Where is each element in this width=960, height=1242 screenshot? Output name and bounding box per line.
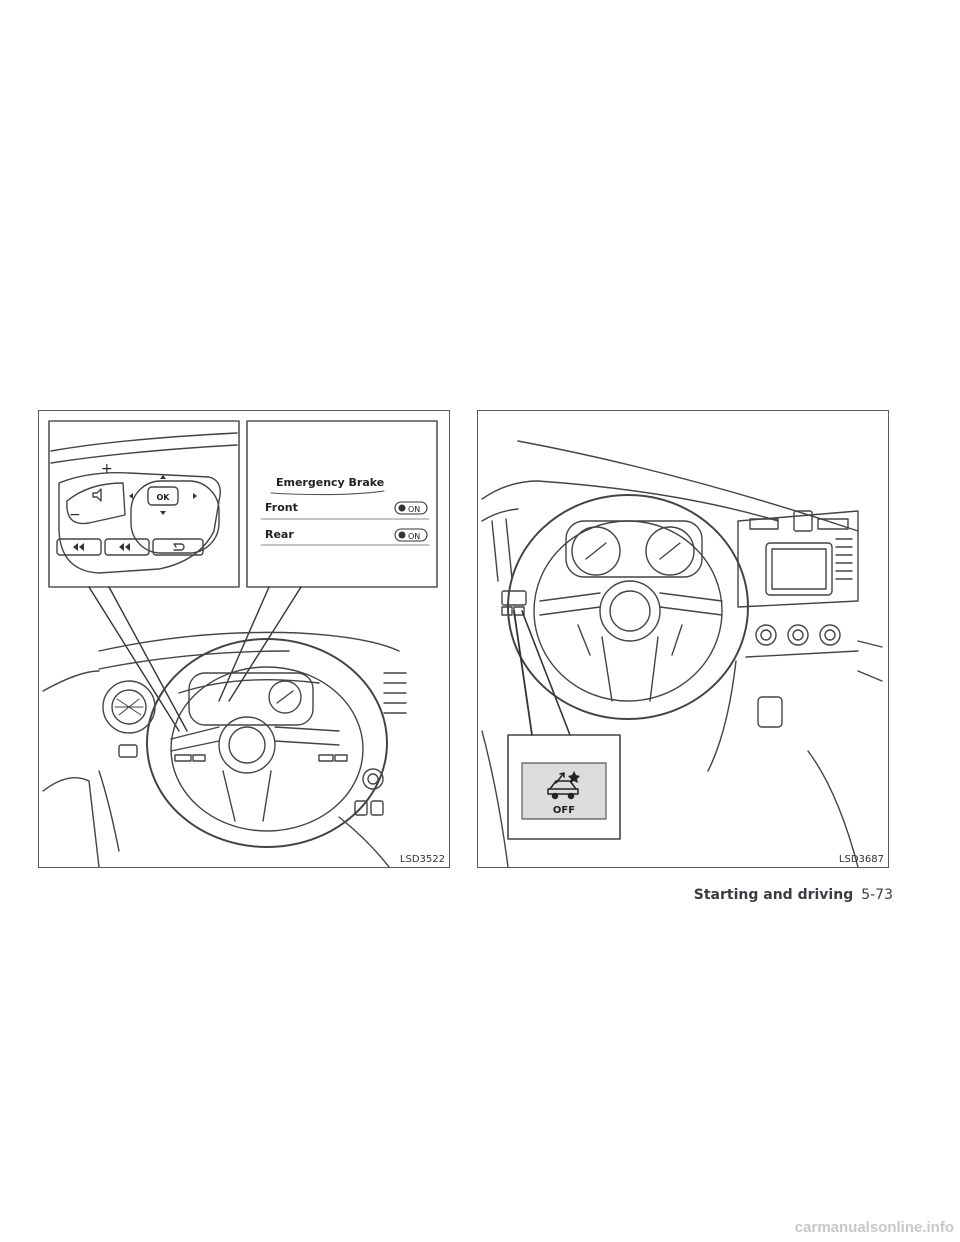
emergency-brake-warning-icon [547,771,580,800]
minus-button-label: − [69,507,81,523]
back-icon [173,543,185,551]
left-arrow-icon [129,493,133,499]
up-arrow-icon [160,475,166,479]
right-arrow-icon [193,493,197,499]
rear-toggle-knob [398,531,406,539]
steering-controls-illustration: OK + − Emergency Brake Front ON Rear ON [42,420,438,867]
display-row-front-label: Front [265,501,298,514]
off-switch-label: OFF [553,805,575,816]
footer-page-number: 5-73 [861,887,893,903]
figure-switch-location: OFF LSD3687 [477,410,889,868]
inset-display-frame [246,420,438,588]
display-row-rear-label: Rear [265,528,294,541]
plus-button-label: + [101,461,113,477]
figure-steering-controls: OK + − Emergency Brake Front ON Rear ON [38,410,450,868]
down-arrow-icon [160,511,166,515]
page-footer: Starting and driving 5-73 [694,887,893,903]
switch-location-illustration: OFF [481,440,883,867]
figure-code: LSD3522 [399,854,445,865]
display-title: Emergency Brake [276,476,384,489]
inset-steering-switch-frame [48,420,240,588]
ok-button-label: OK [157,493,171,502]
mute-icon [92,488,102,502]
display-row-rear-state: ON [408,532,420,541]
prev-track-icon [73,543,84,551]
figure-code: LSD3687 [838,854,884,865]
inset-switch-frame [507,734,621,840]
steering-wheel-rim [146,638,388,848]
rear-toggle-outline [394,528,428,542]
ok-button-outline [147,486,179,506]
front-toggle-outline [394,501,428,515]
steering-wheel-rim [507,494,749,720]
display-row-front-state: ON [408,505,420,514]
next-track-icon [119,543,130,551]
footer-section-title: Starting and driving [693,887,854,903]
watermark: carmanualsonline.info [794,1219,954,1236]
front-toggle-knob [398,504,406,512]
